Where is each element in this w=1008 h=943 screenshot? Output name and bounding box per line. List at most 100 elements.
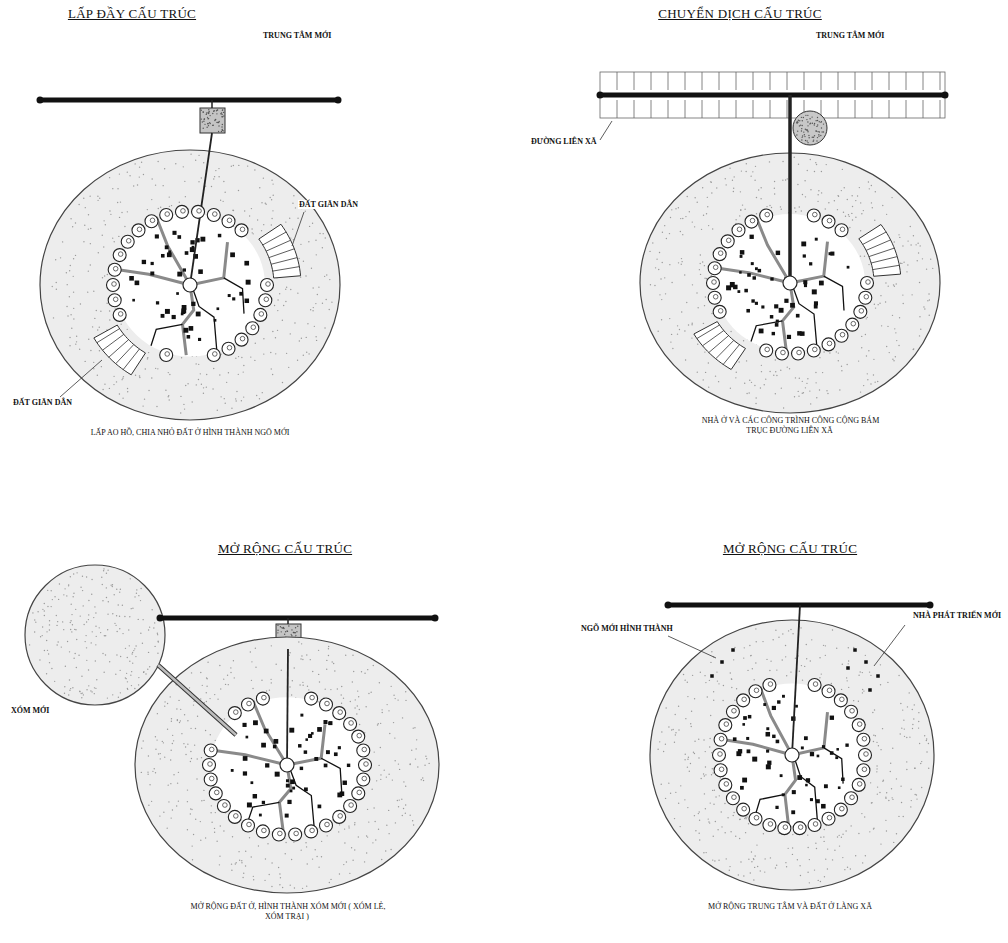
illustration-part [331,301,332,302]
illustration-part [753,72,754,90]
illustration-part [116,589,117,590]
illustration-part [269,249,294,258]
illustration-part [864,294,869,299]
illustration-part [277,330,278,331]
illustration-part [201,109,202,110]
illustration-part [251,856,252,857]
illustration-part [196,312,201,317]
illustration-part [232,836,233,837]
illustration-part [834,200,835,201]
illustration-part [99,350,100,351]
illustration-part [810,123,811,124]
illustration-part [865,334,866,335]
illustration-part [163,811,164,812]
illustration-part [151,178,152,179]
illustration-part [140,633,141,634]
illustration-part [283,305,284,306]
illustration-part [183,328,188,333]
illustration-part [821,121,822,122]
illustration-part [129,645,130,646]
illustration-part [793,111,827,145]
illustration-part [285,631,286,632]
illustration-part [109,388,110,389]
illustration-part [207,662,208,663]
illustration-part [90,243,91,244]
illustration-part [143,672,144,673]
illustration-part [711,313,712,314]
illustration-part [160,348,173,361]
illustration-part [191,401,192,402]
village [40,133,340,420]
illustration-part [744,383,745,384]
illustration-part [135,645,136,646]
illustration-part [887,326,888,327]
illustration-part [851,321,856,326]
illustration-part [772,332,775,335]
illustration-part [71,631,72,632]
illustration-part [129,660,130,661]
illustration-part [807,344,820,357]
illustration-part [677,325,678,326]
illustration-part [158,753,159,754]
illustration-part [787,72,788,90]
illustration-part [79,349,80,350]
illustration-part [821,131,822,132]
illustration-part [82,692,83,693]
illustration-part [746,163,747,164]
illustration-part [379,682,380,683]
illustration-part [203,162,204,163]
illustration-part [263,177,264,178]
illustration-part [681,258,682,259]
illustration-part [221,114,222,115]
illustration-part [64,588,65,589]
illustration-part [271,218,272,219]
illustration-part [44,650,45,651]
illustration-part [917,260,918,261]
illustration-part [218,168,219,169]
illustration-part [661,319,662,320]
illustration-part [906,100,907,118]
illustration-part [713,294,718,299]
illustration-part [813,137,814,138]
illustration-part [816,164,817,165]
illustration-part [328,655,329,656]
illustration-part [319,233,320,234]
illustration-part [299,340,300,341]
illustration-part [203,119,204,120]
illustration-part [746,393,747,394]
illustration-part [53,317,54,318]
illustration-part [135,374,136,375]
illustration-part [318,286,319,287]
illustration-part [62,621,63,622]
illustration-part [736,100,737,118]
illustration-part [69,337,70,338]
illustration-part [265,203,266,204]
illustration-part [783,407,784,408]
illustration-part [196,384,197,385]
illustration-part [156,301,159,304]
illustration-part [792,347,805,360]
illustration-part [76,639,77,640]
illustration-part [318,674,319,675]
illustration-part [238,190,239,191]
illustration-part [754,385,755,386]
illustration-part [168,372,169,373]
illustration-part [857,195,858,196]
illustration-part [870,383,871,384]
illustration-part [34,631,35,632]
illustration-part [168,396,169,397]
illustration-part [745,215,758,228]
illustration-part [860,202,861,203]
illustration-part [241,357,242,358]
illustration-part [703,331,724,346]
illustration-part [189,687,190,688]
illustration-part [198,155,199,156]
illustration-part [760,198,761,199]
illustration-part [329,279,330,280]
illustration-part [917,243,918,244]
illustration-part [321,856,322,857]
illustration-part [770,72,771,90]
illustration-part [871,202,872,203]
illustration-part [866,280,871,285]
illustration-part [102,234,103,235]
